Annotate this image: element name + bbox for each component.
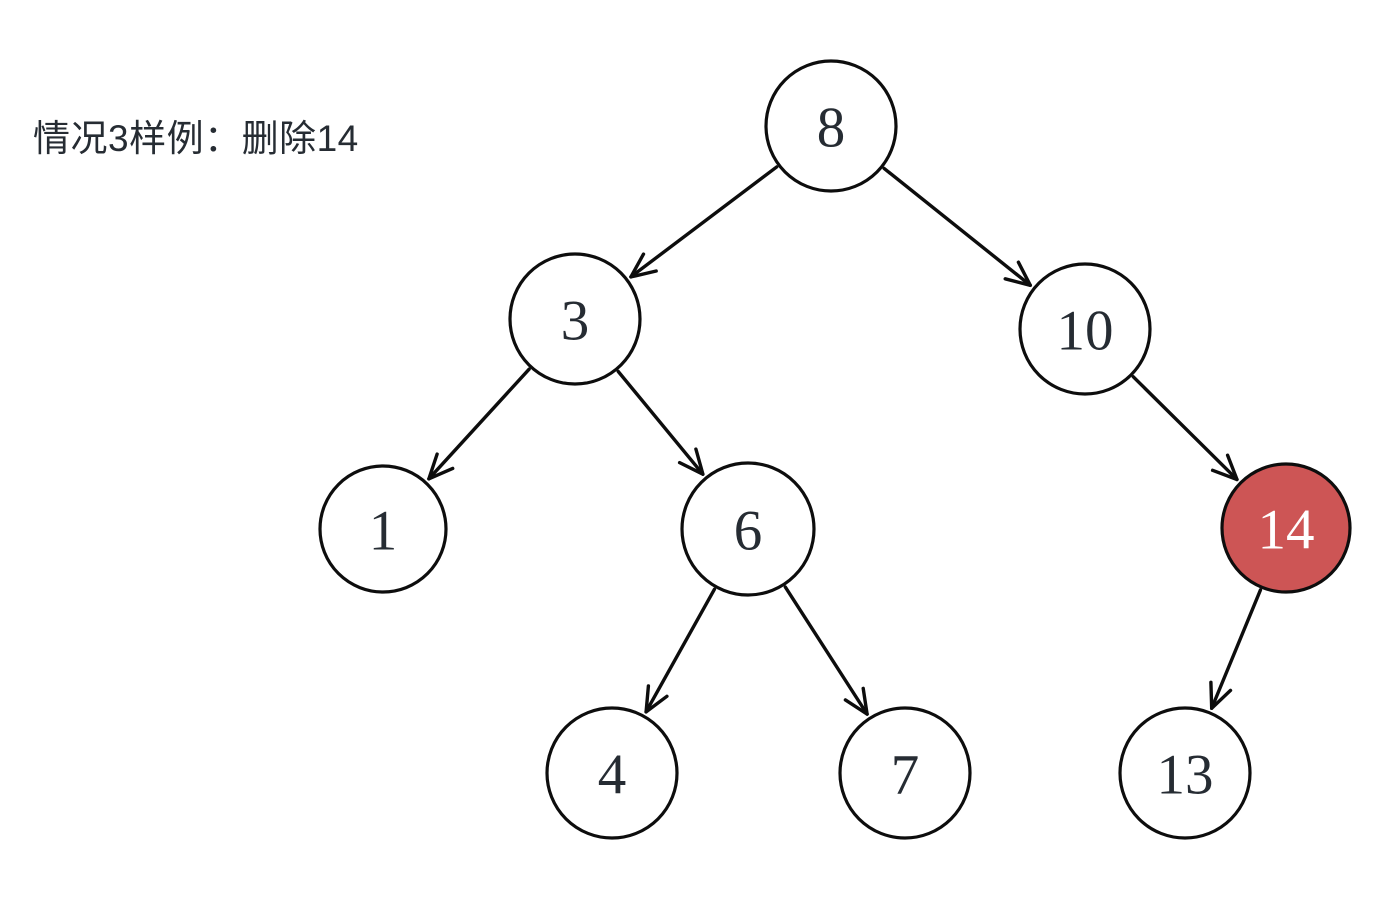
arrow-head-icon [1003,260,1032,287]
tree-edge [616,369,705,476]
node-label: 7 [891,744,920,807]
node-circle [1018,262,1152,396]
node-label: 6 [734,500,763,563]
tree-edge [629,165,779,279]
arrow-head-icon [644,684,669,714]
arrow-head-icon [677,447,705,476]
arrow-head-icon [629,252,658,279]
arrow-head-icon [1209,680,1233,710]
node-label: 8 [817,97,846,160]
arrow-head-icon [843,686,869,716]
page-title: 情况3样例：删除14 [33,118,359,159]
tree-node-7[interactable]: 7 [838,706,972,840]
tree-edge [1131,375,1239,482]
node-circle [838,706,972,840]
node-circle [764,59,898,193]
node-circle [1220,462,1352,594]
node-label: 13 [1157,744,1214,807]
node-circle [545,706,679,840]
node-circle [1118,706,1252,840]
tree-node-1[interactable]: 1 [318,464,448,594]
node-label: 1 [369,500,398,563]
arrow-head-icon [1210,453,1239,482]
node-label: 4 [598,744,627,807]
arrow-head-icon [427,452,455,481]
node-circle [318,464,448,594]
node-label: 14 [1258,499,1315,562]
tree-node-10[interactable]: 10 [1018,262,1152,396]
edges-layer [427,165,1263,716]
node-circle [680,461,816,597]
tree-edge [882,166,1033,287]
tree-edge [644,587,717,714]
nodes-layer: 8 3 10 1 6 14 4 7 13 [318,59,1352,840]
node-circle [508,252,642,386]
tree-node-8[interactable]: 8 [764,59,898,193]
tree-node-4[interactable]: 4 [545,706,679,840]
tree-edge [427,367,531,481]
node-label: 3 [561,290,590,353]
tree-node-6[interactable]: 6 [680,461,816,597]
tree-edge [1209,588,1263,710]
tree-node-13[interactable]: 13 [1118,706,1252,840]
tree-node-14[interactable]: 14 [1220,462,1352,594]
tree-edge [783,585,869,716]
node-label: 10 [1057,300,1114,363]
tree-node-3[interactable]: 3 [508,252,642,386]
